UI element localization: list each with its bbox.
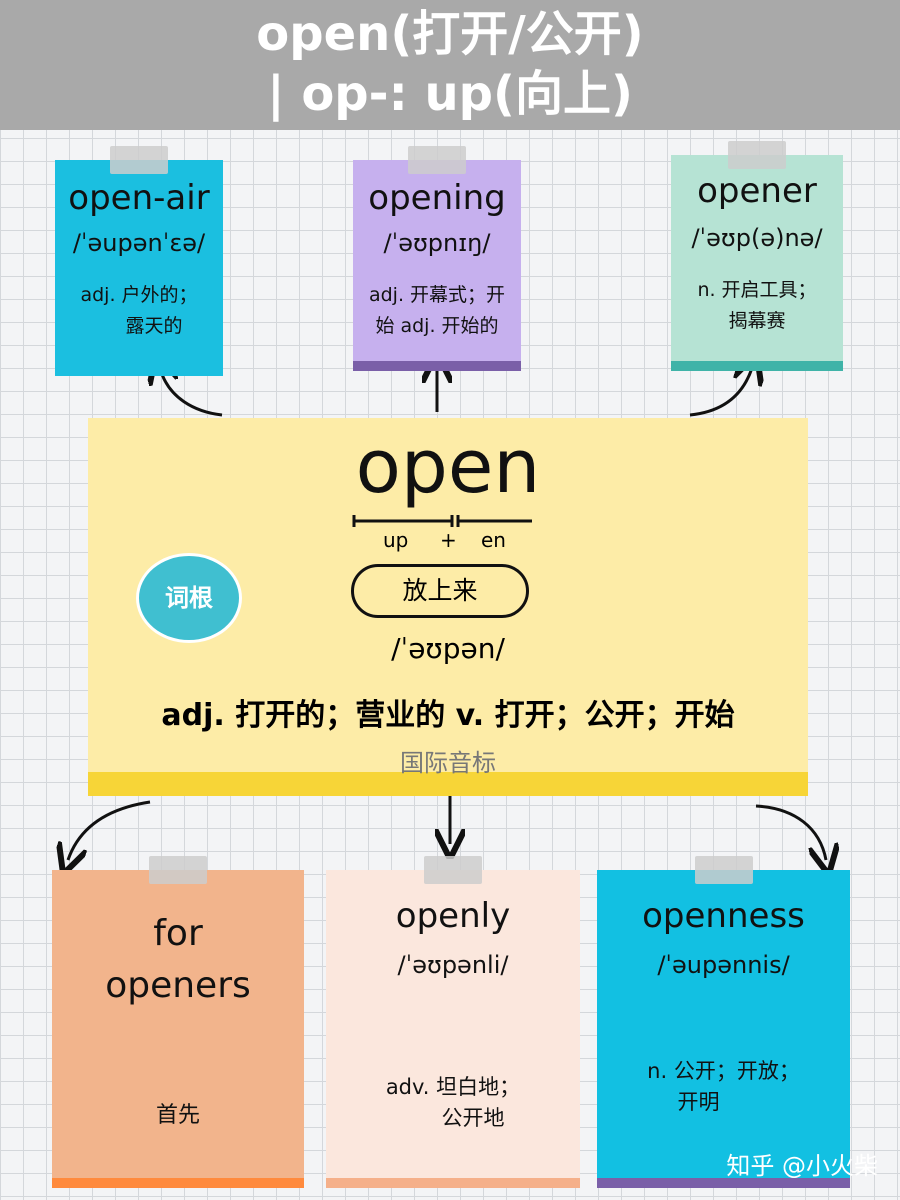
- root-card: open up + en 放上来 词根 /ˈəʊpən/ adj. 打开的；营业…: [88, 418, 808, 796]
- torn-edge: [326, 1178, 580, 1188]
- tape: [694, 856, 753, 884]
- card-opening: opening /ˈəʊpnɪŋ/ adj. 开幕式；开 始 adj. 开始的: [353, 146, 521, 371]
- morpheme-brace: [352, 515, 532, 527]
- card-openly: openly /ˈəʊpənli/ adv. 坦白地； 公开地: [326, 856, 580, 1188]
- card-for-openers: for openers 首先: [52, 856, 304, 1188]
- card-ipa: /ˈəupənnis/: [657, 951, 790, 979]
- card-meaning-1: n. 开启工具；: [697, 279, 817, 301]
- card-meaning-2: 露天的: [125, 315, 183, 337]
- root-meaning-pill: 放上来: [351, 564, 529, 618]
- tape: [149, 856, 207, 884]
- card-ipa: /ˈəʊp(ə)nə/: [691, 224, 823, 252]
- card-openness: openness /ˈəupənnis/ n. 公开；开放； 开明: [597, 856, 850, 1188]
- card-meaning-2: 公开地: [441, 1106, 505, 1130]
- card-meaning-2: 揭幕赛: [728, 310, 786, 332]
- torn-edge: [55, 366, 223, 376]
- arrow-to-open-air: [160, 368, 223, 417]
- title-line-1: open(打开/公开): [256, 6, 644, 62]
- card-word-1: for: [153, 913, 203, 954]
- tape: [728, 141, 786, 169]
- torn-edge: [52, 1178, 304, 1188]
- card-ipa: /ˈəupənˈɛə/: [72, 229, 206, 257]
- torn-edge: [597, 1178, 850, 1188]
- card-meaning-2: 始 adj. 开始的: [375, 315, 499, 337]
- root-word: open: [355, 424, 541, 510]
- tape: [408, 146, 466, 174]
- card-meaning-1: adj. 开幕式；开: [368, 284, 506, 306]
- morpheme-en: en: [481, 528, 506, 552]
- card-meaning-1: adj. 户外的；: [80, 284, 198, 306]
- card-meaning-2: 开明: [677, 1090, 720, 1114]
- torn-edge: [353, 361, 521, 371]
- card-meaning-1: 首先: [155, 1103, 200, 1128]
- card-open-air: open-air /ˈəupənˈɛə/ adj. 户外的； 露天的: [55, 146, 223, 376]
- torn-edge: [671, 361, 843, 371]
- root-ipa: /ˈəʊpən/: [391, 632, 505, 665]
- card-word: open-air: [68, 178, 210, 218]
- title-banner: open(打开/公开) | op-: up(向上): [0, 0, 900, 130]
- morpheme-up: up: [383, 528, 409, 552]
- card-meaning-1: adv. 坦白地；: [385, 1075, 521, 1099]
- card-word: openly: [395, 896, 511, 936]
- card-opener: opener /ˈəʊp(ə)nə/ n. 开启工具； 揭幕赛: [671, 141, 843, 371]
- card-ipa: /ˈəʊpənli/: [397, 951, 509, 979]
- phonetic-label: 国际音标: [400, 749, 496, 777]
- card-word: opening: [368, 178, 506, 218]
- card-bottom-strip: [88, 772, 808, 796]
- card-word: openness: [642, 896, 805, 936]
- title-line-2: | op-: up(向上): [267, 66, 633, 122]
- tape: [110, 146, 168, 174]
- card-word: opener: [697, 171, 817, 211]
- root-meaning: adj. 打开的；营业的 v. 打开；公开；开始: [161, 698, 735, 733]
- arrow-to-for-openers: [68, 800, 151, 860]
- watermark: 知乎 @小火柴: [726, 1152, 878, 1180]
- card-meaning-1: n. 公开；开放；: [647, 1059, 800, 1083]
- morpheme-plus: +: [440, 528, 457, 552]
- tape: [424, 856, 482, 884]
- root-badge: 词根: [136, 553, 242, 643]
- arrow-to-opener: [689, 368, 752, 417]
- card-ipa: /ˈəʊpnɪŋ/: [383, 229, 491, 257]
- arrow-to-openness: [755, 804, 826, 860]
- card-word-2: openers: [105, 965, 251, 1006]
